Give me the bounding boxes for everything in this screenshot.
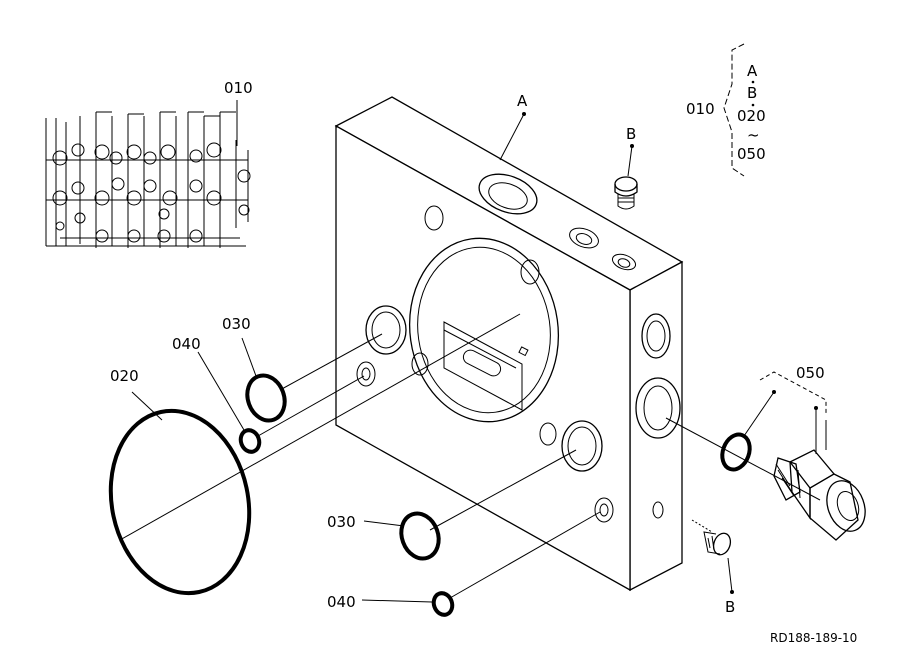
oring-040-top-label: 040 bbox=[172, 335, 201, 353]
legend-item-020: 020 bbox=[737, 107, 766, 125]
fitting-050-label: 050 bbox=[796, 364, 825, 382]
oring-020-label: 020 bbox=[110, 367, 139, 385]
valve-body-part-a: A bbox=[334, 92, 684, 592]
oring-020: 020 bbox=[108, 313, 521, 596]
oring-030-bottom: 030 bbox=[327, 449, 577, 561]
part-a-label: A bbox=[517, 92, 528, 110]
bolt-b-top: B bbox=[614, 125, 638, 210]
oring-040-top: 040 bbox=[172, 335, 365, 454]
oring-030-bottom-label: 030 bbox=[327, 513, 356, 531]
legend-range-marker: ~ bbox=[747, 126, 760, 144]
oring-030-top-label: 030 bbox=[222, 315, 251, 333]
oring-030-top: 030 bbox=[222, 315, 383, 423]
drawing-code: RD188-189-10 bbox=[770, 631, 857, 645]
oring-040-bottom-label: 040 bbox=[327, 593, 356, 611]
bolt-b-bottom: B bbox=[691, 519, 735, 616]
legend-item-050: 050 bbox=[737, 145, 766, 163]
legend-item-a: A bbox=[747, 62, 758, 80]
legend-ref-label: 010 bbox=[686, 100, 715, 118]
legend-item-b: B bbox=[747, 84, 757, 102]
oring-040-bottom: 040 bbox=[327, 511, 601, 617]
bolt-b-top-label: B bbox=[626, 125, 636, 143]
thumbnail-ref-label: 010 bbox=[224, 79, 253, 97]
fitting-050: 050 bbox=[665, 364, 866, 541]
valve-assembly-thumbnail: 010 bbox=[45, 79, 253, 248]
assembly-legend: 010 A B 020 ~ 050 bbox=[686, 43, 766, 177]
bolt-b-bottom-label: B bbox=[725, 598, 735, 616]
